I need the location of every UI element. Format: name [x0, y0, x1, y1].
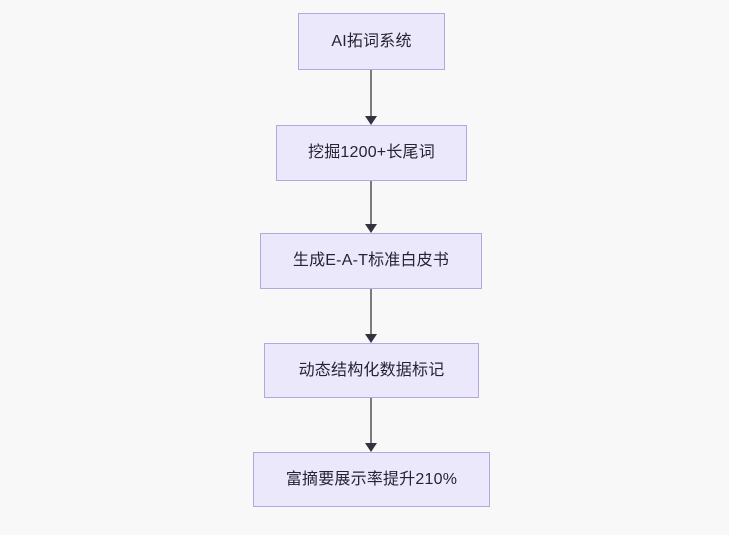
- arrowhead-down-icon: [365, 116, 377, 125]
- arrowhead-down-icon: [365, 443, 377, 452]
- edge-line: [370, 181, 372, 225]
- flow-edge-4-to-5: [358, 398, 384, 452]
- flow-edge-1-to-2: [358, 70, 384, 125]
- edge-line: [370, 398, 372, 444]
- flow-node-ai-keyword-system[interactable]: AI拓词系统: [298, 13, 445, 70]
- arrowhead-down-icon: [365, 224, 377, 233]
- flow-edge-2-to-3: [358, 181, 384, 233]
- flow-node-rich-snippet-impression-lift[interactable]: 富摘要展示率提升210%: [253, 452, 490, 507]
- flow-node-generate-eat-whitepaper[interactable]: 生成E-A-T标准白皮书: [260, 233, 482, 289]
- edge-line: [370, 289, 372, 335]
- edge-line: [370, 70, 372, 117]
- flow-node-dynamic-structured-data-markup[interactable]: 动态结构化数据标记: [264, 343, 479, 398]
- arrowhead-down-icon: [365, 334, 377, 343]
- flow-node-mine-longtail-keywords[interactable]: 挖掘1200+长尾词: [276, 125, 467, 181]
- flow-edge-3-to-4: [358, 289, 384, 343]
